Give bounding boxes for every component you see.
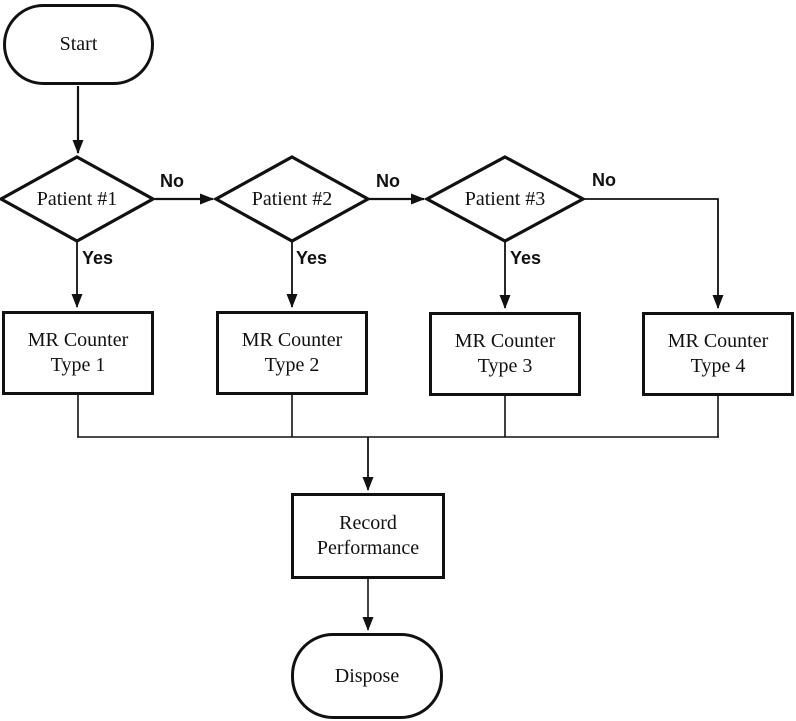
- counter2-label: MR Counter Type 2: [241, 329, 343, 376]
- edge-label-yes-3: Yes: [510, 248, 542, 268]
- patient1-decision-diamond: [0, 155, 157, 243]
- connector-counters-bus: [77, 395, 719, 438]
- patient3-decision-diamond: [423, 155, 587, 243]
- dispose-node: Dispose: [291, 633, 443, 719]
- edge-label-no-3: No: [592, 170, 616, 190]
- record-performance-node: Record Performance: [291, 493, 445, 579]
- dispose-label: Dispose: [334, 664, 400, 687]
- start-node: Start: [3, 4, 154, 85]
- edge-label-no-1: No: [160, 171, 184, 191]
- edge-label-yes-2: Yes: [296, 248, 328, 268]
- counter3-label: MR Counter Type 3: [454, 330, 556, 377]
- start-label: Start: [59, 33, 98, 55]
- patient1-label: Patient #1: [36, 188, 118, 210]
- record-performance-label: Record Performance: [316, 512, 420, 559]
- counter4-label: MR Counter Type 4: [667, 330, 769, 377]
- counter1-node: MR Counter Type 1: [2, 311, 154, 395]
- edge-label-yes-1: Yes: [82, 248, 114, 268]
- edge-label-no-2: No: [376, 171, 400, 191]
- counter4-node: MR Counter Type 4: [642, 312, 794, 396]
- patient3-label: Patient #3: [464, 188, 546, 210]
- patient2-label: Patient #2: [251, 188, 333, 210]
- patient2-decision-diamond: [212, 155, 372, 243]
- counter1-label: MR Counter Type 1: [27, 329, 129, 376]
- counter3-node: MR Counter Type 3: [429, 312, 581, 396]
- connector-patient3-counter4: [584, 198, 724, 309]
- counter2-node: MR Counter Type 2: [216, 311, 368, 395]
